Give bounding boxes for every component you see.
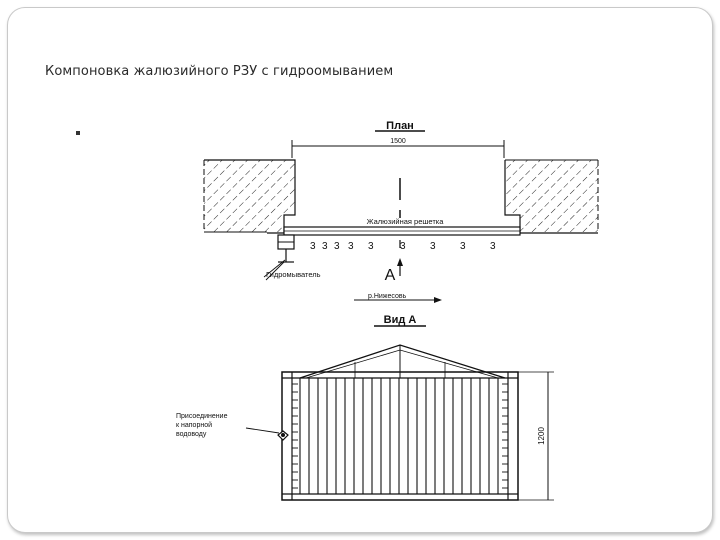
- connection-label-line-3: водоводу: [176, 431, 207, 438]
- bullet-marker: [76, 131, 80, 135]
- river-flow-arrow: р.Нижесовь: [354, 293, 442, 303]
- washer-unit: Гидромыватель: [263, 234, 321, 281]
- washer-label: Гидромыватель: [266, 270, 321, 279]
- svg-text:3: 3: [334, 241, 340, 252]
- section-mark: А: [385, 267, 396, 284]
- grate-plan: Жалюзийная решетка: [283, 217, 521, 236]
- connection-label-line-2: к напорной: [176, 421, 212, 429]
- svg-text:3: 3: [310, 241, 316, 252]
- grate-frame: [281, 371, 519, 501]
- connection-label: Присоединение к напорной водоводу: [176, 413, 229, 438]
- side-ticks: [292, 383, 508, 489]
- width-dimension-value: 1500: [390, 138, 406, 145]
- grate-slats: [299, 378, 499, 494]
- svg-text:3: 3: [400, 241, 406, 252]
- width-dimension: 1500: [291, 138, 505, 158]
- svg-text:3: 3: [490, 241, 496, 252]
- slide-title: Компоновка жалюзийного РЗУ с гидроомыван…: [45, 64, 394, 79]
- grate-label: Жалюзийная решетка: [367, 217, 445, 226]
- right-wall: [504, 159, 599, 234]
- plan-title: План: [386, 120, 414, 132]
- view-title: Вид А: [384, 314, 417, 326]
- river-label: р.Нижесовь: [368, 293, 407, 300]
- connection-point: Присоединение к напорной водоводу: [176, 413, 289, 441]
- svg-text:3: 3: [368, 241, 374, 252]
- slide-frame: [7, 7, 713, 533]
- svg-text:3: 3: [348, 241, 354, 252]
- svg-text:3: 3: [460, 241, 466, 252]
- section-axis: А: [385, 178, 403, 284]
- svg-text:3: 3: [322, 241, 328, 252]
- svg-text:3: 3: [430, 241, 436, 252]
- connection-label-line-1: Присоединение: [176, 413, 228, 420]
- height-dimension-value: 1200: [537, 427, 546, 445]
- header-roof: [299, 344, 506, 379]
- height-dimension: 1200: [518, 371, 554, 501]
- left-wall: [203, 159, 296, 234]
